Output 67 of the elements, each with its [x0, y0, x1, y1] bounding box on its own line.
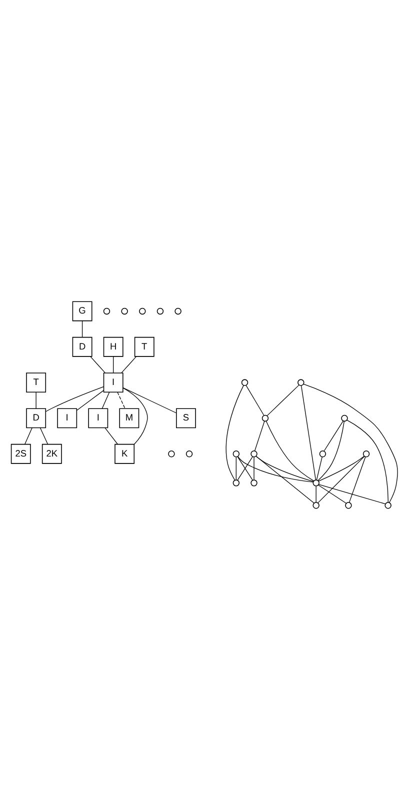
connector	[266, 420, 314, 481]
node-circle	[250, 450, 258, 457]
node-box: T	[26, 372, 46, 392]
connector	[104, 427, 118, 444]
node-circle	[312, 479, 320, 486]
connector	[237, 456, 314, 482]
connector	[316, 456, 322, 480]
node-box: D	[72, 336, 92, 356]
connector	[226, 384, 244, 480]
connector	[318, 484, 346, 504]
node-circle	[312, 502, 320, 508]
connector	[318, 456, 365, 503]
node-box: I	[57, 408, 78, 428]
node-box: K	[114, 443, 135, 464]
node-circle	[241, 378, 248, 386]
node-box: 2K	[42, 443, 62, 464]
connector	[122, 387, 177, 413]
node-circle	[186, 450, 193, 457]
node-box: 2S	[10, 443, 31, 464]
node-circle	[319, 450, 326, 457]
node-box: D	[26, 408, 46, 428]
connector	[76, 390, 104, 410]
connector	[40, 427, 48, 444]
node-circle	[384, 502, 392, 508]
connector	[303, 383, 398, 502]
connector	[24, 427, 32, 444]
node-circle	[345, 502, 352, 508]
connector	[254, 420, 265, 451]
connector	[122, 387, 148, 444]
node-circle	[139, 307, 146, 314]
node-box: T	[134, 336, 154, 356]
node-circle	[156, 307, 164, 314]
node-box: H	[103, 336, 124, 356]
connector	[324, 420, 344, 451]
connector	[246, 384, 264, 416]
node-circle	[298, 378, 304, 386]
node-circle	[232, 450, 240, 457]
connector	[90, 356, 106, 373]
connector	[300, 384, 316, 480]
node-box: S	[176, 408, 196, 428]
connector	[346, 419, 388, 502]
node-circle	[103, 307, 110, 314]
node-box: I	[88, 408, 108, 428]
connector	[318, 420, 344, 480]
connector	[256, 455, 314, 503]
node-circle	[341, 414, 348, 422]
connector	[237, 456, 253, 480]
connector	[266, 384, 300, 416]
node-circle	[250, 479, 258, 486]
connector	[46, 386, 104, 412]
connector	[121, 356, 137, 373]
node-box: G	[72, 300, 92, 321]
node-circle	[121, 307, 128, 314]
node-circle	[168, 450, 175, 457]
node-box: M	[119, 408, 140, 428]
connector	[318, 455, 365, 482]
node-circle	[174, 307, 182, 314]
node-box: I	[103, 372, 124, 392]
connector	[117, 391, 126, 408]
node-circle	[232, 479, 240, 486]
node-circle	[362, 450, 370, 457]
node-circle	[262, 414, 269, 422]
connector	[348, 456, 366, 502]
connector	[113, 356, 114, 373]
connector	[82, 320, 83, 337]
connector	[102, 391, 110, 408]
connector	[318, 484, 386, 504]
